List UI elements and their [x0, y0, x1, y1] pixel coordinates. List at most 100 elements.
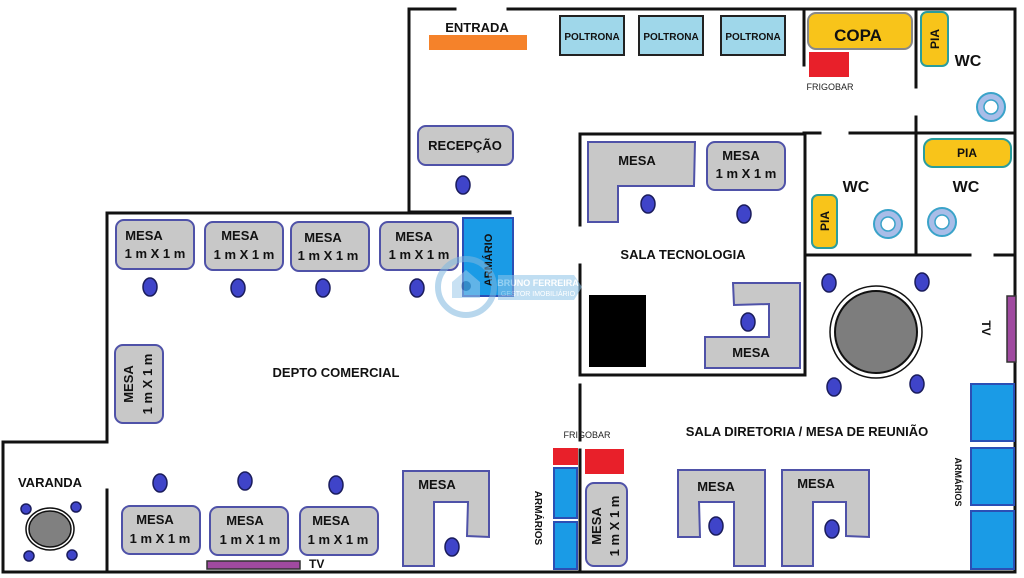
pia-label: PIA: [818, 211, 832, 231]
desk-label: MESA: [395, 229, 433, 244]
reception-desk: RECEPÇÃO: [417, 125, 514, 166]
poltrona-3: POLTRONA: [720, 15, 786, 56]
pia-label: PIA: [957, 146, 977, 160]
chair: [23, 550, 35, 562]
tv-comercial: [206, 560, 301, 570]
chair: [455, 175, 471, 195]
entrance-mat: [429, 35, 527, 50]
chair: [914, 272, 930, 292]
room-label-copa: COPA: [834, 26, 882, 45]
l-desk-diretoria-2: MESA: [781, 469, 870, 567]
chair: [409, 278, 425, 298]
chair: [66, 549, 78, 561]
watermark-logo: BRUNO FERREIRA GESTOR IMOBILIÁRIO: [435, 256, 582, 318]
desk-label: MESA: [697, 479, 735, 494]
chair: [740, 312, 756, 332]
chair: [70, 501, 82, 513]
desk-label: MESA: [304, 230, 342, 245]
tv-label: TV: [979, 320, 993, 335]
chair: [640, 194, 656, 214]
desk-label: MESA: [618, 153, 656, 168]
room-label-wc: WC: [955, 53, 982, 70]
frigobar-large: [585, 449, 624, 474]
desk-comercial-1: MESA 1 m X 1 m: [115, 219, 195, 270]
tv-diretoria: [1006, 295, 1017, 363]
desk-size-label: 1 m X 1 m: [220, 532, 281, 547]
toilet-wc3: [927, 207, 957, 237]
desk-label: MESA: [226, 513, 264, 528]
l-desk-diretoria-1: MESA: [677, 469, 766, 567]
desk-size-label: 1 m X 1 m: [125, 246, 186, 261]
frigobar-copa: [809, 52, 849, 77]
chair: [909, 374, 925, 394]
varanda-table: [25, 507, 75, 551]
chair: [20, 503, 32, 515]
desk-size-label: 1 m X 1 m: [298, 248, 359, 263]
watermark-name: BRUNO FERREIRA: [497, 278, 579, 288]
desk-label: MESA: [312, 513, 350, 528]
desk-comercial-4: MESA 1 m X 1 m: [379, 221, 459, 271]
room-label-recepcao: RECEPÇÃO: [428, 138, 502, 153]
desk-comercial-6: MESA 1 m X 1 m: [209, 506, 289, 556]
frigobar-label: FRIGOBAR: [806, 82, 854, 92]
desk-label: MESA: [589, 507, 604, 545]
l-desk-tech-2: MESA: [704, 282, 801, 369]
armario-diretoria-3: [970, 510, 1015, 570]
pia-wc2: PIA: [811, 194, 838, 249]
room-label-sala-tecnologia: SALA TECNOLOGIA: [620, 247, 746, 262]
desk-label: MESA: [797, 476, 835, 491]
desk-tech-square: MESA 1 m X 1 m: [706, 141, 786, 191]
chair: [237, 471, 253, 491]
desk-label: MESA: [121, 365, 136, 403]
poltrona-2: POLTRONA: [638, 15, 704, 56]
desk-comercial-vertical: MESA 1 m X 1 m: [114, 344, 164, 424]
chair: [736, 204, 752, 224]
desk-size-label: 1 m X 1 m: [214, 247, 275, 262]
room-label-depto-comercial: DEPTO COMERCIAL: [273, 365, 400, 380]
server-rack: [589, 295, 646, 367]
desk-label: MESA: [125, 228, 163, 243]
desk-comercial-7: MESA 1 m X 1 m: [299, 506, 379, 556]
desk-label: MESA: [136, 512, 174, 527]
armario-middle-1: [553, 467, 578, 519]
poltrona-1: POLTRONA: [559, 15, 625, 56]
poltrona-label: POLTRONA: [725, 32, 780, 43]
armarios-label: ARMÁRIOS: [532, 491, 545, 546]
pia-label: PIA: [928, 29, 942, 49]
watermark-subtitle: GESTOR IMOBILIÁRIO: [501, 289, 576, 298]
chair: [315, 278, 331, 298]
copa-counter: COPA: [807, 12, 913, 50]
tv-label: TV: [309, 557, 324, 571]
desk-comercial-2: MESA 1 m X 1 m: [204, 221, 284, 271]
desk-label: MESA: [418, 477, 456, 492]
desk-label: MESA: [732, 345, 770, 360]
l-desk-comercial: MESA: [402, 470, 490, 567]
armario-middle-2: [553, 521, 578, 570]
desk-size-label: 1 m X 1 m: [607, 496, 622, 557]
walls: [1, 7, 1017, 574]
poltrona-label: POLTRONA: [564, 32, 619, 43]
armarios-label: ARMÁRIOS: [953, 458, 963, 507]
chair: [152, 473, 168, 493]
chair: [328, 475, 344, 495]
chair: [444, 537, 460, 557]
chair: [142, 277, 158, 297]
room-label-entrada: ENTRADA: [445, 20, 509, 35]
desk-comercial-5: MESA 1 m X 1 m: [121, 505, 201, 555]
frigobar-small: [553, 448, 578, 465]
desk-size-label: 1 m X 1 m: [140, 354, 155, 415]
chair: [230, 278, 246, 298]
armario-diretoria-2: [970, 447, 1015, 506]
frigobar-label: FRIGOBAR: [563, 430, 611, 440]
room-label-wc: WC: [953, 179, 980, 196]
armario-diretoria-1: [970, 383, 1015, 442]
toilet-wc1: [976, 92, 1006, 122]
desk-label: MESA: [221, 228, 259, 243]
poltrona-label: POLTRONA: [643, 32, 698, 43]
chair: [824, 519, 840, 539]
chair: [708, 516, 724, 536]
meeting-table: [829, 285, 923, 379]
pia-wc3: PIA: [923, 138, 1012, 168]
desk-size-label: 1 m X 1 m: [308, 532, 369, 547]
